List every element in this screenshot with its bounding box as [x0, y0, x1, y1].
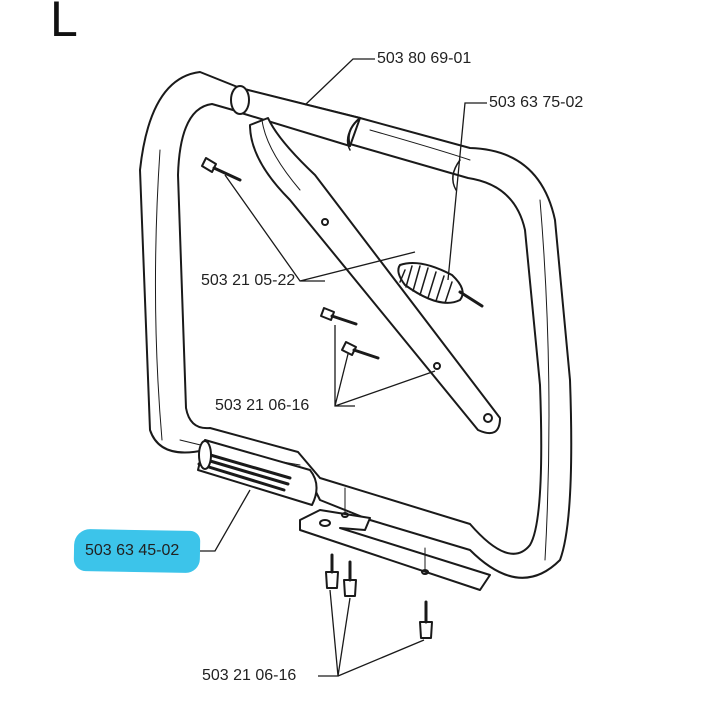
label-screw-lower: 503 21 06-16: [202, 667, 297, 684]
screw-top: [201, 157, 242, 182]
spring: [397, 262, 484, 308]
label-screw-upper: 503 21 05-22: [201, 272, 296, 289]
leader-spring: [447, 102, 487, 281]
screw-bottom-1: [325, 553, 339, 589]
label-spring: 503 63 75-02: [489, 94, 584, 111]
screw-bottom-2: [343, 560, 357, 597]
leader-screw-lower: [318, 589, 425, 677]
screw-mid-1: [320, 307, 358, 326]
rubber-sleeve-part: [197, 439, 318, 506]
diagonal-brace: [249, 117, 501, 434]
leader-rubber-sleeve: [198, 489, 251, 552]
leader-screw-upper: [224, 174, 416, 282]
label-rubber-sleeve: 503 63 45-02: [85, 542, 180, 559]
screw-bottom-3: [419, 600, 433, 639]
label-handle-grip: 503 80 69-01: [377, 50, 472, 67]
leader-handle-grip: [304, 58, 375, 106]
section-letter: L: [50, 0, 78, 47]
handlebar-tube-outer: [139, 71, 573, 579]
screw-mid-2: [341, 341, 380, 360]
label-screw-middle: 503 21 06-16: [215, 397, 310, 414]
bracket-plate: [299, 509, 491, 591]
leader-screw-middle: [334, 325, 436, 407]
handlebar-tube-inner: [177, 103, 543, 555]
